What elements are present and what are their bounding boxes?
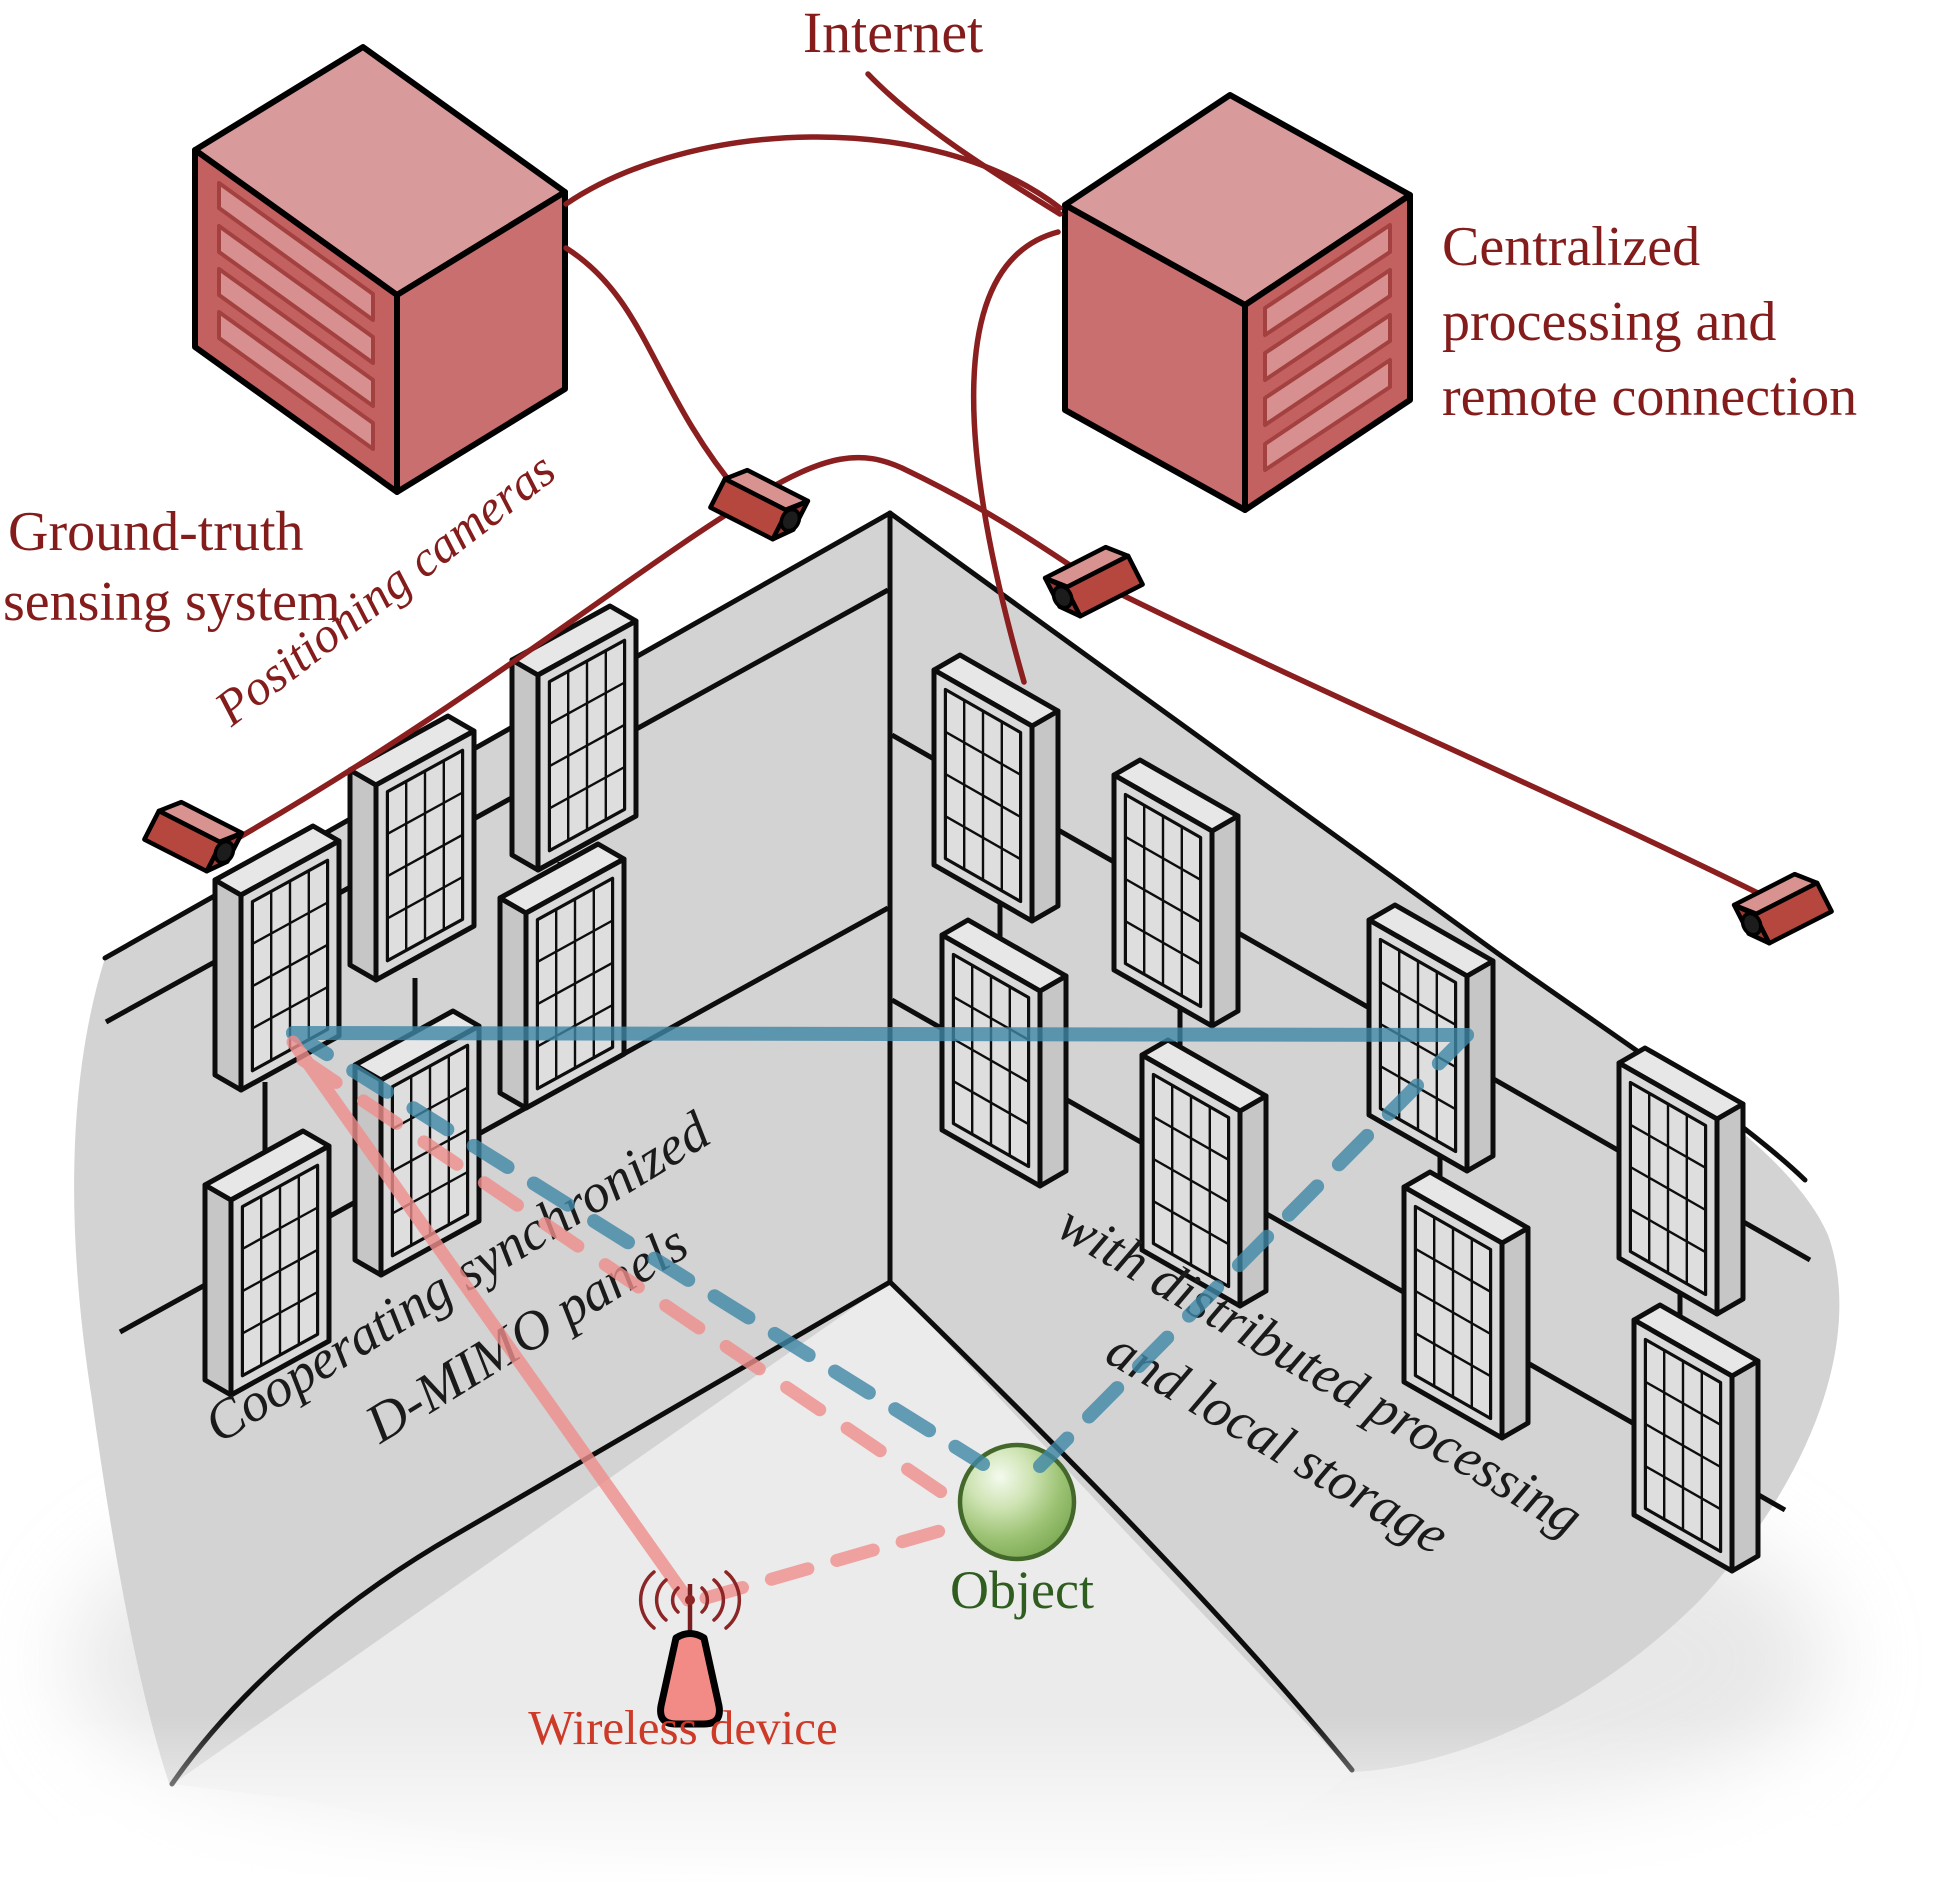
signal-waves-icon bbox=[638, 1570, 742, 1630]
server-to-server-cable bbox=[563, 134, 1063, 211]
internet-cable bbox=[865, 71, 1063, 217]
centralized-label-line1: Centralized bbox=[1442, 216, 1700, 278]
wireless-device-icon bbox=[638, 1570, 742, 1728]
device-cone bbox=[657, 1630, 723, 1728]
pink-direct-link bbox=[286, 1035, 695, 1607]
floor-fade bbox=[0, 1715, 1936, 1882]
object-sphere bbox=[957, 1442, 1077, 1562]
ground-truth-label-line2: sensing system bbox=[3, 571, 341, 633]
device-links-pink bbox=[286, 1035, 963, 1607]
centralized-label-line3: remote connection bbox=[1442, 366, 1857, 428]
panel-links-blue bbox=[286, 1026, 1474, 1473]
object-label: Object bbox=[950, 1560, 1094, 1620]
ground-truth-label-line1: Ground-truth bbox=[8, 501, 304, 563]
positioning-camera-icon bbox=[1733, 867, 1832, 950]
server-vents bbox=[1263, 223, 1392, 472]
pink-reflection-panel bbox=[296, 1053, 963, 1509]
positioning-camera-icon bbox=[1044, 540, 1143, 623]
blue-reflection-left bbox=[286, 1026, 990, 1471]
wireless-device-label: Wireless device bbox=[528, 1700, 838, 1755]
positioning-camera-cable bbox=[221, 454, 1787, 909]
server-to-camera-cable bbox=[563, 245, 743, 497]
network-cables bbox=[221, 71, 1787, 909]
server-vents bbox=[217, 181, 375, 451]
server-to-panel-cable bbox=[970, 229, 1061, 685]
blue-direct-link bbox=[286, 1026, 1474, 1042]
positioning-camera-icon bbox=[144, 795, 243, 878]
internet-label: Internet bbox=[803, 0, 983, 65]
centralized-label-line2: processing and bbox=[1442, 291, 1776, 353]
pink-reflection-device bbox=[699, 1521, 957, 1605]
ground-truth-server bbox=[192, 44, 568, 495]
blue-reflection-right bbox=[1033, 1028, 1474, 1473]
central-processing-server bbox=[1062, 92, 1413, 513]
